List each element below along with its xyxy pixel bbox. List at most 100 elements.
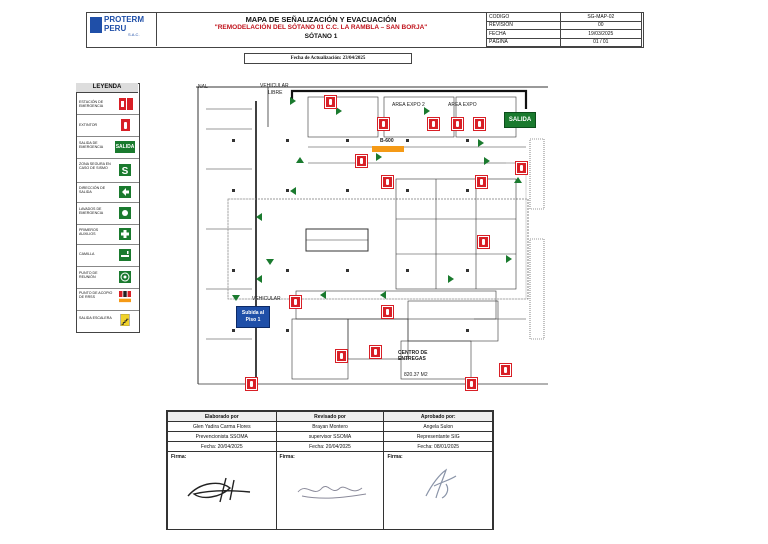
- document-level: SÓTANO 1: [304, 33, 338, 40]
- legend-label: ESTACIÓN DE EMERGENCIA: [79, 100, 104, 109]
- legend-row: SALIDA ESCALERA: [77, 310, 139, 332]
- extinguisher-icon: [355, 154, 368, 168]
- extinguisher-icon: [324, 95, 337, 109]
- extinguisher-icon: [245, 377, 258, 391]
- signature-3-icon: [425, 468, 457, 499]
- stair-up-sign: Subida al Piso 1: [236, 306, 270, 328]
- extinguisher-icon: [499, 363, 512, 377]
- sig-position: supervisor SSOMA: [275, 431, 385, 442]
- meta-label: CODIGO: [486, 12, 561, 22]
- legend-label: ZONA SEGURA EN CASO DE SISMO: [79, 162, 111, 171]
- legend-row: DIRECCIÓN DE SALIDA: [77, 182, 139, 203]
- legend-row: SALIDA DE EMERGENCIA SALIDA: [77, 136, 139, 159]
- update-banner: Fecha de Actualización: 23/04/2025: [244, 53, 412, 64]
- meta-label: REVISIÓN: [486, 20, 561, 30]
- meta-value: 19/03/2025: [559, 29, 643, 39]
- extinguisher-icon: [121, 119, 130, 131]
- map-label-elev: 820.37 M2: [404, 372, 428, 378]
- sig-name: Brayan Montero: [275, 421, 385, 432]
- map-label-libre: LIBRE: [268, 90, 283, 96]
- evacuation-arrows: [232, 97, 522, 301]
- meta-label: PÁGINA: [486, 37, 561, 47]
- exit-sign: SALIDA: [504, 112, 536, 128]
- eyewash-icon: [119, 207, 131, 219]
- signature-2-icon: [297, 486, 367, 499]
- sig-date: Fecha: 08/01/2025: [383, 441, 493, 452]
- meta-value: 00: [559, 20, 643, 30]
- sig-role: Elaborado por: [167, 411, 277, 422]
- document-title: MAPA DE SEÑALIZACIÓN Y EVACUACIÓN: [245, 15, 397, 24]
- extinguisher-icon: [515, 161, 528, 175]
- extinguisher-icon: [475, 175, 488, 189]
- meta-value: SG-MAP-02: [559, 12, 643, 22]
- legend-label: SALIDA ESCALERA: [79, 316, 112, 320]
- legend-row: CAMILLA: [77, 244, 139, 267]
- extinguisher-icon: [289, 295, 302, 309]
- legend-label: CAMILLA: [79, 252, 95, 256]
- legend-row: LAVADOS DE EMERGENCIA: [77, 202, 139, 225]
- meeting-point-icon: [119, 271, 131, 283]
- extinguisher-icon: [477, 235, 490, 249]
- map-label-area-expo2: AREA EXPO 2: [392, 102, 425, 108]
- legend-row: PRIMEROS AUXILIOS: [77, 224, 139, 245]
- company-line1: PROTERM: [104, 15, 144, 24]
- extinguisher-icon: [335, 349, 348, 363]
- logo-area: [86, 12, 157, 46]
- emergency-station-icon: [119, 98, 133, 110]
- map-label-b-code: B-600: [380, 138, 394, 144]
- sig-position: Representante SIG: [383, 431, 493, 442]
- signature-1-icon: [187, 477, 251, 503]
- sig-role: Aprobado por:: [383, 411, 493, 422]
- legend-label: LAVADOS DE EMERGENCIA: [79, 207, 104, 216]
- legend-label: PRIMEROS AUXILIOS: [79, 228, 99, 237]
- legend-label: EXTINTOR: [79, 123, 98, 127]
- legend-label: DIRECCIÓN DE SALIDA: [79, 186, 106, 195]
- extinguisher-icon: [381, 175, 394, 189]
- legend-row: EXTINTOR: [77, 114, 139, 137]
- stair-exit-icon: [120, 314, 130, 326]
- company-suffix: S.A.C.: [128, 32, 140, 37]
- waste-point-icon: [119, 291, 131, 303]
- map-label-entregas: ENTREGAS: [398, 356, 426, 362]
- extinguisher-icon: [377, 117, 390, 131]
- extinguisher-icon: [427, 117, 440, 131]
- sig-date: Fecha: 20/04/2025: [275, 441, 385, 452]
- map-label-vehicular-bottom: VEHICULAR: [252, 296, 281, 302]
- document-header: [86, 12, 644, 48]
- salida-icon: SALIDA: [115, 141, 135, 153]
- legend-row: PUNTO DE REUNIÓN: [77, 266, 139, 289]
- sig-firma-label: Firma:: [275, 451, 385, 530]
- extinguisher-icon: [451, 117, 464, 131]
- legend-title: LEYENDA: [76, 83, 138, 93]
- extinguisher-icon: [473, 117, 486, 131]
- company-logo-icon: [90, 17, 102, 33]
- sig-name: Glen Yadira Carma Flores: [167, 421, 277, 432]
- meta-value: 01 / 01: [559, 37, 643, 47]
- waste-point-marker: [372, 146, 404, 152]
- map-label-nal: NAL: [198, 84, 208, 90]
- sig-role: Revisado por: [275, 411, 385, 422]
- map-label-area-expo: AREA EXPO: [448, 102, 477, 108]
- extinguisher-icon: [381, 305, 394, 319]
- extinguisher-icon: [465, 377, 478, 391]
- legend-label: PUNTO DE REUNIÓN: [79, 271, 98, 280]
- sig-name: Angela Sulon: [383, 421, 493, 432]
- sig-date: Fecha: 20/04/2025: [167, 441, 277, 452]
- first-aid-icon: [119, 228, 131, 240]
- exit-direction-icon: [119, 186, 131, 198]
- legend-row: PUNTO DE ACOPIO DE RRSS: [77, 288, 139, 311]
- meta-label: FECHA: [486, 29, 561, 39]
- safe-zone-icon: S: [119, 164, 131, 176]
- legend-row: ZONA SEGURA EN CASO DE SISMO S: [77, 158, 139, 183]
- floor-plan: [196, 86, 548, 385]
- map-label-vehicular: VEHICULAR: [260, 83, 289, 89]
- stretcher-icon: [119, 249, 131, 261]
- svg-text:S: S: [122, 166, 129, 176]
- extinguisher-icon: [369, 345, 382, 359]
- legend-label: PUNTO DE ACOPIO DE RRSS: [79, 291, 113, 300]
- document-subtitle: "REMODELACIÓN DEL SÓTANO 01 C.C. LA RAMB…: [214, 24, 428, 31]
- company-line2: PERU: [104, 24, 127, 33]
- legend-row: ESTACIÓN DE EMERGENCIA: [77, 94, 139, 115]
- sig-position: Prevencionista SSOMA: [167, 431, 277, 442]
